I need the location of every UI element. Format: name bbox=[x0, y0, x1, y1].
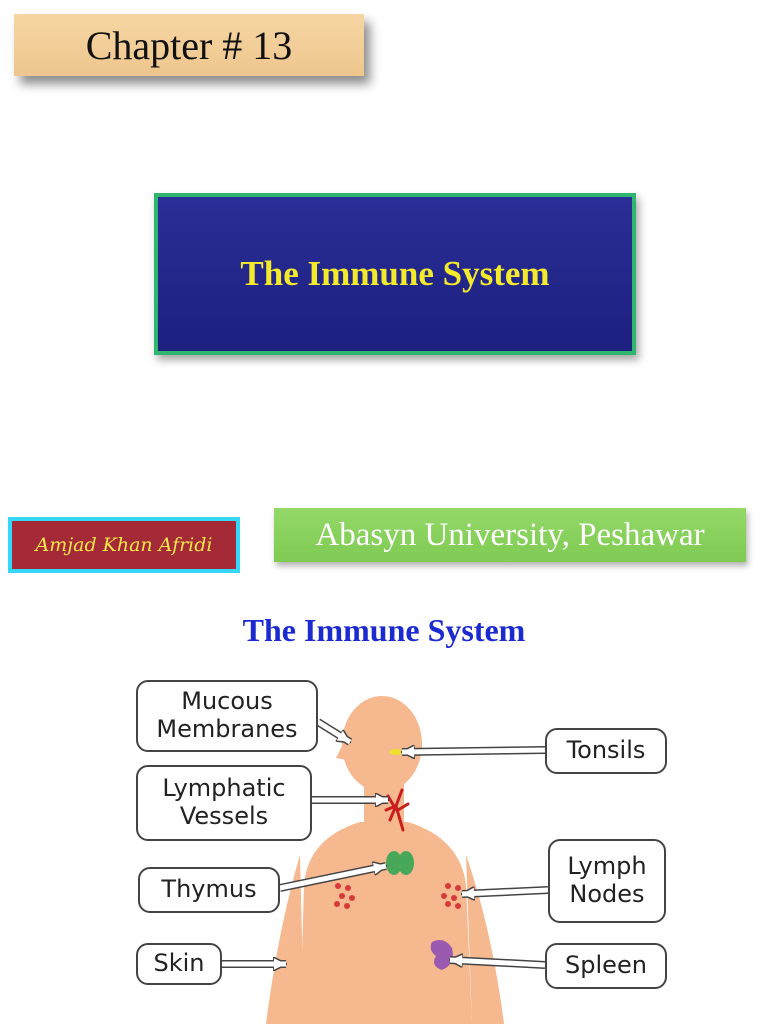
page-title: The Immune System bbox=[154, 193, 636, 355]
nose bbox=[336, 742, 346, 760]
diagram-title: The Immune System bbox=[242, 612, 526, 648]
lymphatic-vessel-marks bbox=[384, 788, 410, 832]
head bbox=[342, 696, 422, 792]
label-tonsils: Tonsils bbox=[545, 728, 667, 774]
label-spleen: Spleen bbox=[545, 943, 667, 989]
author-badge: Amjad Khan Afridi bbox=[8, 517, 240, 573]
left-arm bbox=[266, 855, 304, 1024]
label-lymphatic-vessels: Lymphatic Vessels bbox=[136, 765, 312, 841]
thymus-mark bbox=[386, 851, 414, 875]
tonsil-mark bbox=[389, 749, 403, 755]
lymph-node-marks-right bbox=[441, 883, 461, 909]
lymph-node-marks-left bbox=[334, 883, 355, 909]
label-thymus: Thymus bbox=[138, 867, 280, 913]
label-lymph-nodes: Lymph Nodes bbox=[548, 839, 666, 923]
right-arm bbox=[466, 855, 504, 1024]
label-mucous-membranes: Mucous Membranes bbox=[136, 680, 318, 752]
torso bbox=[300, 822, 472, 1024]
spleen-mark bbox=[430, 940, 453, 970]
university-banner: Abasyn University, Peshawar bbox=[274, 508, 746, 562]
label-skin: Skin bbox=[136, 943, 222, 985]
chapter-banner: Chapter # 13 bbox=[14, 14, 364, 76]
immune-system-diagram bbox=[222, 696, 549, 1024]
